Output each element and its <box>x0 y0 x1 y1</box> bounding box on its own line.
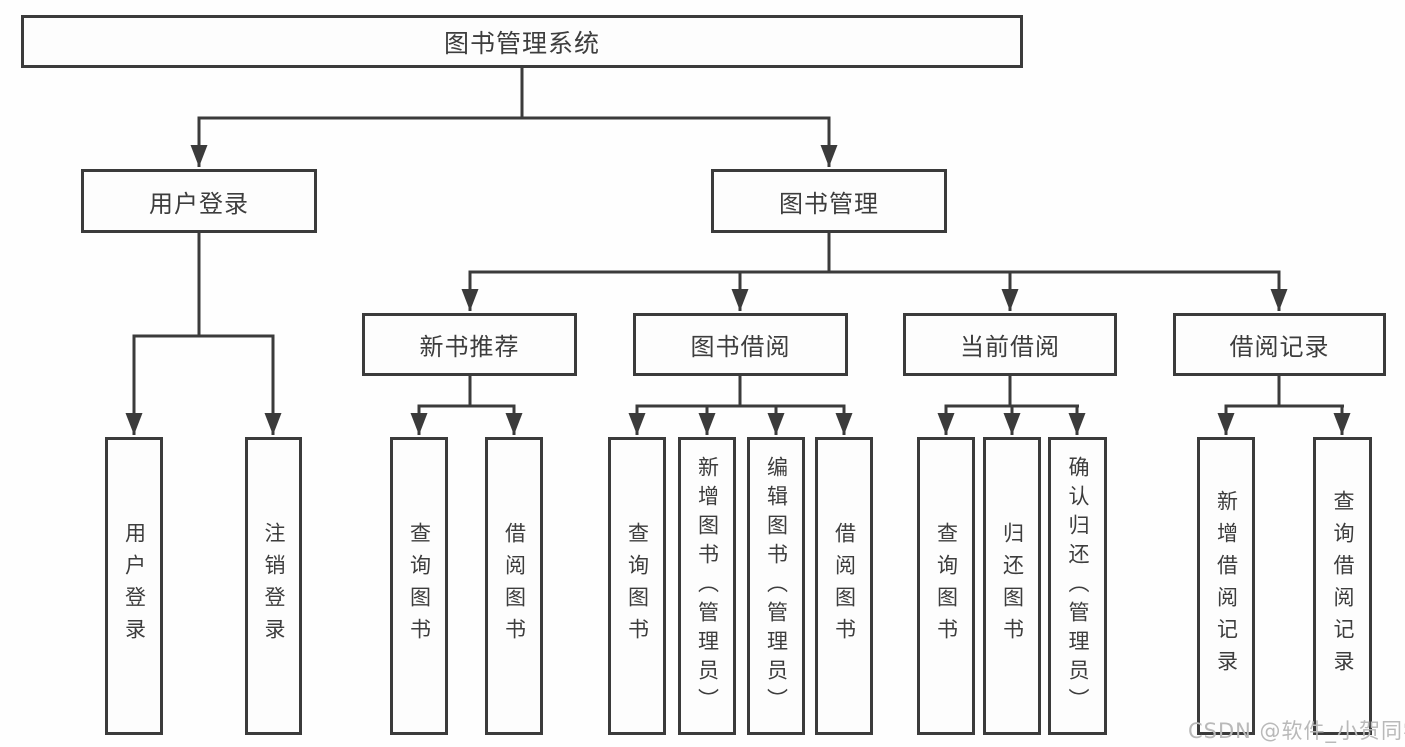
node-user-login: 用户登录 <box>81 169 317 233</box>
node-current-borrowing: 当前借阅 <box>903 313 1117 376</box>
leaf-edit-books-admin: 编辑图书（管理员） <box>747 437 805 735</box>
node-borrowing-records: 借阅记录 <box>1173 313 1386 376</box>
leaf-return-books: 归还图书 <box>983 437 1041 735</box>
node-label: 图书管理系统 <box>443 28 600 58</box>
leaf-label: 注销登录 <box>262 522 286 650</box>
leaf-label: 新增借阅记录 <box>1214 490 1239 682</box>
node-label: 图书借阅 <box>690 333 791 361</box>
leaf-label: 借阅图书 <box>502 522 527 650</box>
leaf-label: 查询图书 <box>625 522 650 650</box>
leaf-label: 新增图书（管理员） <box>695 455 720 717</box>
leaf-label: 查询图书 <box>934 522 959 650</box>
leaf-logout: 注销登录 <box>245 437 302 735</box>
csdn-watermark: CSDN @软件_小贺同学 <box>1188 719 1405 743</box>
node-label: 图书管理 <box>779 189 879 218</box>
node-new-book-recommend: 新书推荐 <box>362 313 577 376</box>
leaf-label: 查询图书 <box>407 522 432 650</box>
leaf-add-borrow-record: 新增借阅记录 <box>1197 437 1255 735</box>
leaf-query-borrow-record: 查询借阅记录 <box>1313 437 1372 735</box>
leaf-query-books-borrowing: 查询图书 <box>608 437 666 735</box>
leaf-borrow-books: 借阅图书 <box>815 437 873 735</box>
leaf-label: 借阅图书 <box>832 522 857 650</box>
leaf-label: 用户登录 <box>122 522 147 650</box>
leaf-label: 编辑图书（管理员） <box>764 455 789 717</box>
leaf-query-books-recommend: 查询图书 <box>390 437 448 735</box>
leaf-label: 归还图书 <box>1000 522 1025 650</box>
node-book-borrowing: 图书借阅 <box>633 313 848 376</box>
node-label: 当前借阅 <box>960 333 1060 361</box>
node-label: 用户登录 <box>149 189 249 218</box>
node-label: 新书推荐 <box>419 333 520 361</box>
leaf-confirm-return-admin: 确认归还（管理员） <box>1048 437 1107 735</box>
leaf-borrow-books-recommend: 借阅图书 <box>485 437 543 735</box>
leaf-label: 确认归还（管理员） <box>1066 455 1090 717</box>
leaf-user-login: 用户登录 <box>105 437 163 735</box>
leaf-label: 查询借阅记录 <box>1331 490 1355 682</box>
node-library-management-system: 图书管理系统 <box>21 15 1023 68</box>
leaf-add-books-admin: 新增图书（管理员） <box>678 437 736 735</box>
node-book-management: 图书管理 <box>711 169 947 233</box>
node-label: 借阅记录 <box>1229 333 1330 361</box>
leaf-query-books-current: 查询图书 <box>917 437 975 735</box>
